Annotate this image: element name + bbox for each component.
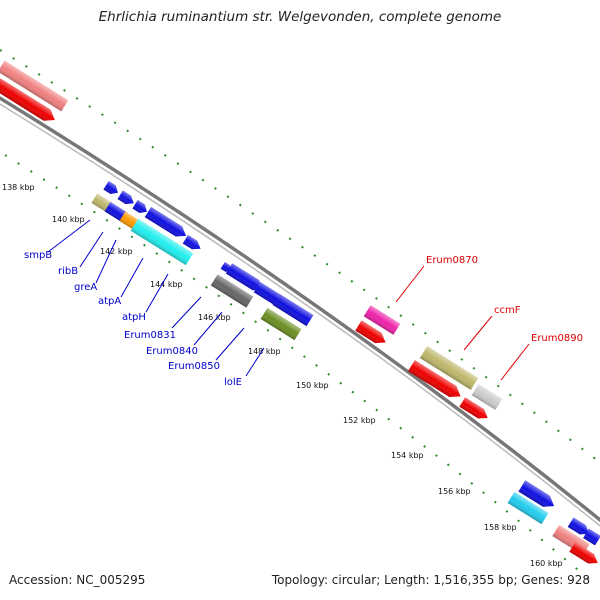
- scale-label: 140 kbp: [52, 215, 85, 224]
- scale-labels: 138 kbp 140 kbp 142 kbp 144 kbp 146 kbp 148 k…: [2, 183, 563, 568]
- gene-feature: [0, 60, 69, 112]
- label-leader-line: [500, 343, 530, 381]
- label-leader-line: [245, 347, 265, 377]
- scale-label: 138 kbp: [2, 183, 35, 192]
- gene-feature: [182, 234, 201, 250]
- label-leader-line: [215, 327, 245, 361]
- label-leader-line: [95, 239, 117, 284]
- scale-label: 148 kbp: [248, 347, 281, 356]
- label-leader-line: [120, 257, 144, 298]
- label-leader-line: [79, 231, 104, 268]
- gene-feature: [569, 542, 598, 564]
- map-title: Ehrlichia ruminantium str. Welgevonden, …: [98, 9, 502, 25]
- gene-feature: [253, 282, 283, 306]
- gene-feature: [225, 263, 263, 291]
- gene-label-erum0870: Erum0870: [426, 255, 478, 266]
- gene-feature: [210, 274, 254, 308]
- label-leader-line: [463, 315, 493, 351]
- gene-label-lole: lolE: [224, 377, 242, 388]
- scale-label: 158 kbp: [484, 523, 517, 532]
- gene-feature: [459, 397, 488, 419]
- genome-summary: Topology: circular; Length: 1,516,355 bp…: [271, 573, 590, 587]
- gene-label-atpa: atpA: [98, 296, 121, 307]
- scale-label: 152 kbp: [343, 416, 376, 425]
- gene-label-erum0890: Erum0890: [531, 333, 583, 344]
- gene-label-grea: greA: [74, 282, 97, 293]
- gene-label-erum0850: Erum0850: [168, 361, 220, 372]
- gene-label-ccmf: ccmF: [494, 305, 521, 316]
- gene-feature: [583, 528, 600, 546]
- gene-label-erum0831: Erum0831: [124, 330, 176, 341]
- label-leader-line: [193, 311, 223, 346]
- gene-feature: [132, 200, 147, 213]
- gene-feature: [144, 206, 187, 237]
- gene-feature: [0, 78, 55, 121]
- gene-feature: [507, 491, 549, 525]
- label-leader-line: [145, 273, 169, 313]
- scale-label: 150 kbp: [296, 381, 329, 390]
- gene-labels: smpBribBgreAatpAatpHErum0831Erum0840Erum…: [24, 219, 583, 388]
- label-leader-line: [395, 265, 425, 303]
- label-leader-line: [171, 296, 202, 329]
- scale-label: 160 kbp: [530, 559, 563, 568]
- gene-features: [0, 60, 600, 564]
- gene-label-erum0840: Erum0840: [146, 346, 198, 357]
- genome-backbone: [0, 96, 600, 523]
- gene-feature: [518, 480, 555, 507]
- accession-text: Accession: NC_005295: [9, 573, 146, 587]
- gene-feature: [117, 190, 134, 205]
- genome-backbone-inner: [0, 103, 600, 527]
- gene-feature: [130, 218, 194, 266]
- scale-label: 142 kbp: [100, 247, 133, 256]
- scale-label: 156 kbp: [438, 487, 471, 496]
- gene-label-atph: atpH: [122, 312, 146, 323]
- inner-tick-ring: [4, 154, 591, 581]
- scale-label: 144 kbp: [150, 280, 183, 289]
- scale-label: 146 kbp: [198, 313, 231, 322]
- gene-feature: [567, 517, 590, 535]
- gene-feature: [103, 181, 118, 194]
- gene-label-ribb: ribB: [58, 266, 78, 277]
- gene-feature: [407, 360, 461, 398]
- gene-feature: [363, 305, 401, 335]
- label-leader-line: [47, 219, 91, 253]
- gene-feature: [272, 293, 314, 327]
- outer-tick-ring: [0, 49, 600, 464]
- gene-label-smpb: smpB: [24, 250, 52, 261]
- gene-feature: [355, 320, 386, 344]
- gene-feature: [260, 307, 302, 341]
- gene-feature: [104, 202, 128, 222]
- gene-feature: [471, 384, 503, 410]
- gene-feature: [419, 346, 479, 390]
- scale-label: 154 kbp: [391, 451, 424, 460]
